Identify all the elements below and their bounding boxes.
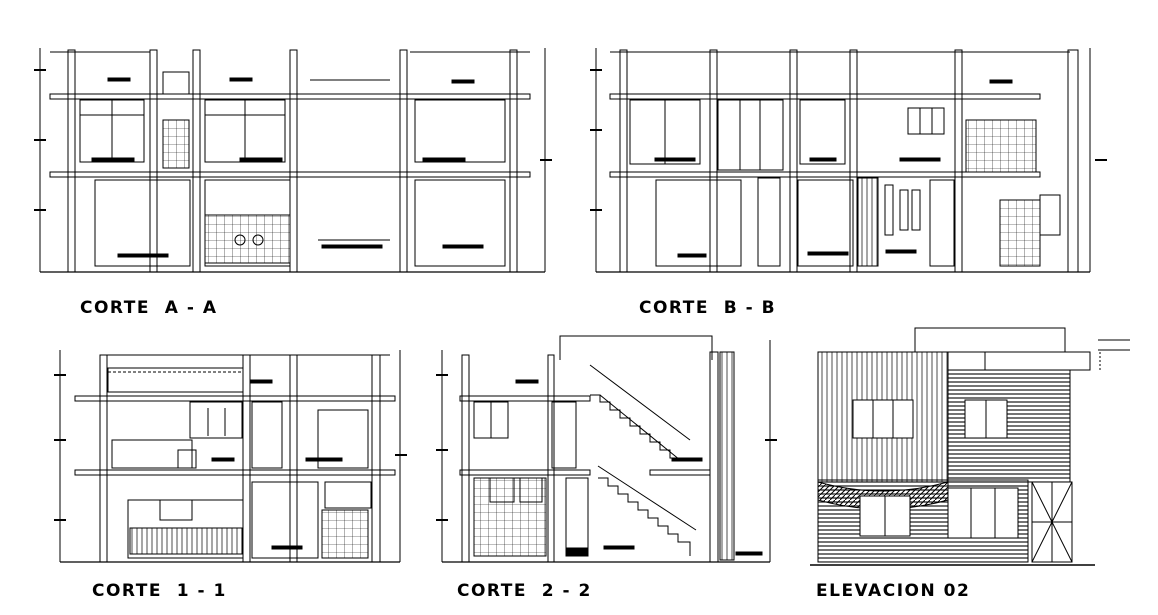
section-corte-bb [590, 48, 1107, 273]
section-corte-aa [34, 48, 552, 273]
section-elevacion-02 [810, 327, 1130, 566]
title-corte-11: CORTE 1 - 1 [92, 581, 227, 601]
title-corte-22: CORTE 2 - 2 [457, 581, 592, 601]
section-corte-11 [54, 350, 407, 563]
title-corte-aa: CORTE A - A [80, 298, 218, 318]
title-corte-bb: CORTE B - B [639, 298, 777, 318]
section-corte-22 [436, 335, 777, 563]
title-elevacion-02: ELEVACION 02 [816, 581, 971, 601]
